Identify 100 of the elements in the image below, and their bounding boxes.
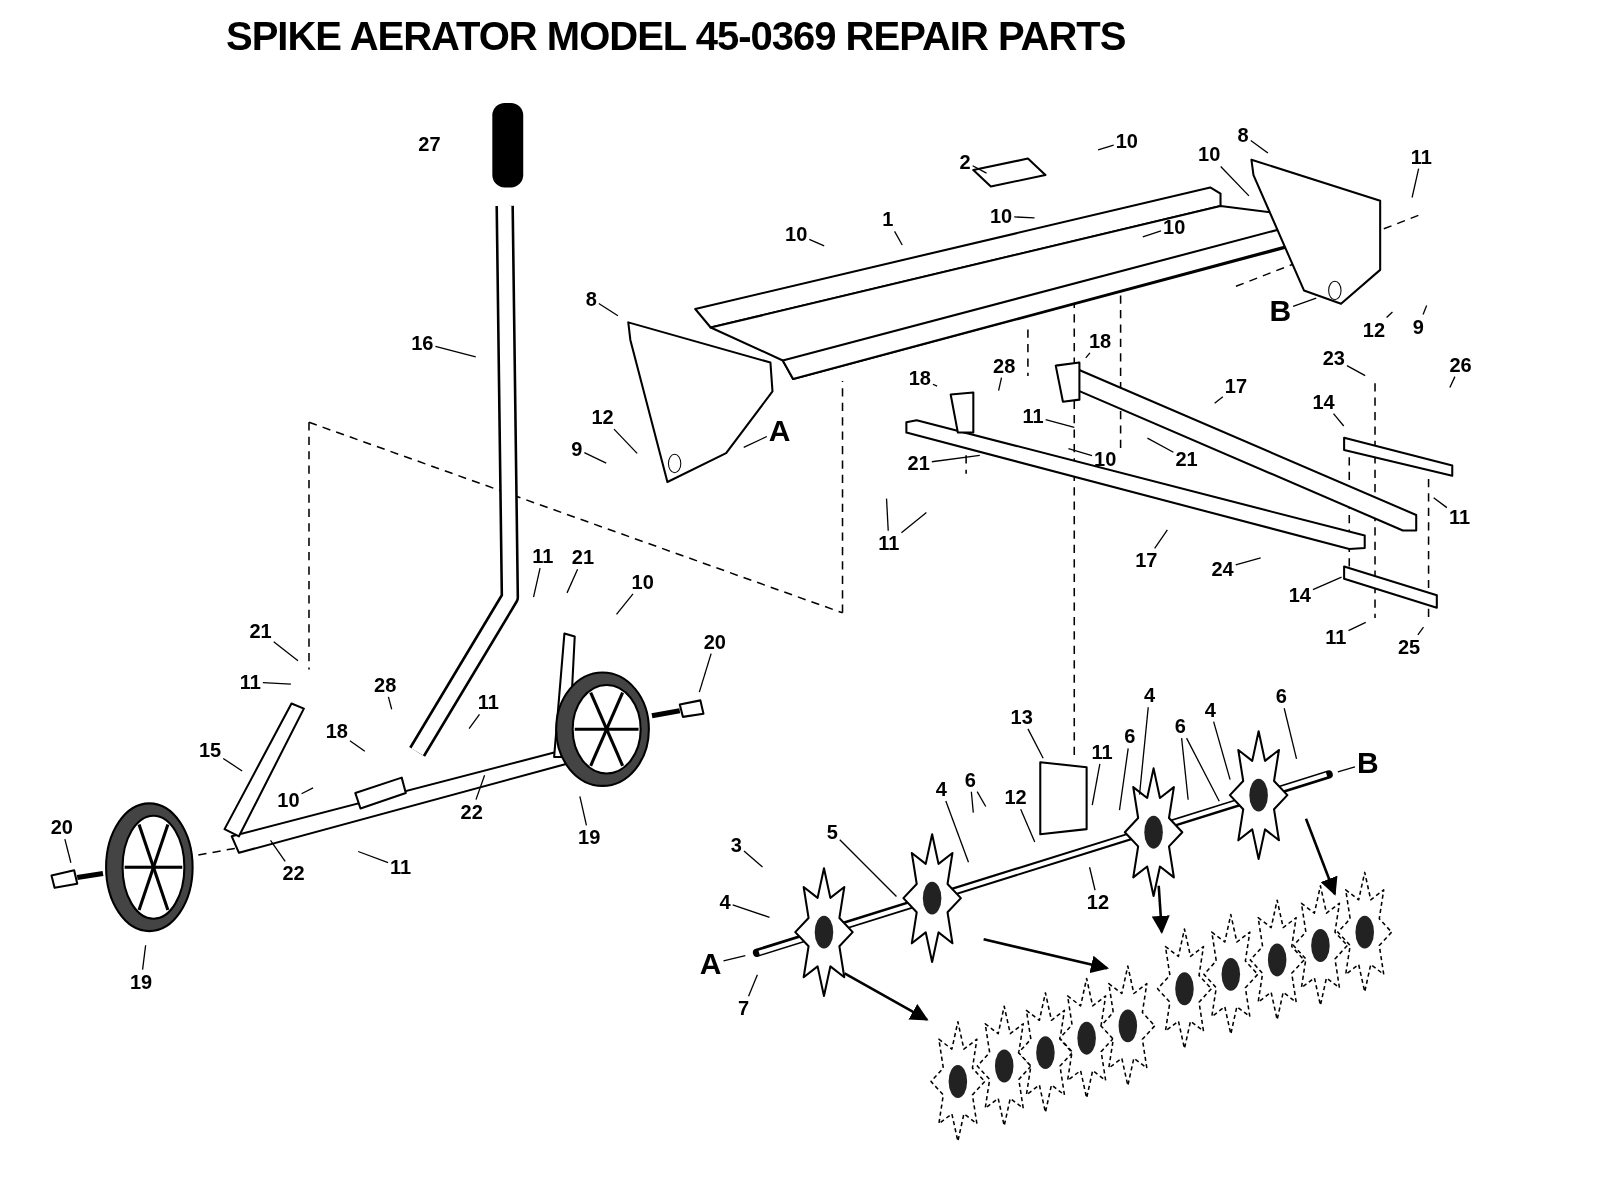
- callout-number: 4: [1143, 685, 1155, 706]
- leader-line: [931, 454, 981, 463]
- callout-number: 10: [1198, 144, 1221, 165]
- leader-line: [1118, 747, 1129, 811]
- callout-number: 20: [703, 631, 726, 652]
- reference-letter: A: [699, 949, 722, 980]
- leader-line: [1097, 144, 1115, 151]
- callout-number: 3: [730, 834, 742, 855]
- callout-number: 11: [532, 546, 554, 567]
- callout-number: 19: [129, 971, 153, 992]
- callout-number: 21: [249, 621, 272, 642]
- callout-number: 8: [585, 288, 597, 309]
- callout-number: 10: [785, 223, 808, 244]
- leader-line: [900, 511, 928, 534]
- leader-line: [64, 838, 72, 864]
- callout-number: 1: [882, 209, 894, 230]
- callout-number: 19: [578, 827, 601, 848]
- leader-line: [1235, 557, 1262, 566]
- leader-line: [1067, 448, 1093, 457]
- callout-number: 14: [1312, 391, 1335, 412]
- leader-line: [1027, 728, 1044, 759]
- callout-number: 18: [908, 368, 931, 388]
- leader-line: [1213, 721, 1231, 781]
- leader-line: [598, 302, 619, 317]
- callout-number: 11: [878, 532, 900, 553]
- leader-line: [1085, 352, 1091, 359]
- leader-line: [1337, 766, 1356, 773]
- leader-line: [1417, 626, 1425, 636]
- leader-line: [722, 954, 746, 962]
- callout-number: 11: [1410, 146, 1432, 167]
- leader-line: [1045, 418, 1075, 428]
- leader-line: [997, 377, 1003, 392]
- leader-line: [1138, 706, 1149, 796]
- callout-number: 6: [1174, 716, 1186, 737]
- leader-line: [141, 944, 147, 971]
- leader-line: [1385, 311, 1394, 319]
- callout-number: 10: [1163, 216, 1186, 237]
- leader-line: [273, 641, 299, 662]
- leader-line: [1142, 230, 1162, 238]
- callout-number: 9: [571, 439, 583, 460]
- callout-number: 17: [1224, 376, 1248, 397]
- leader-line: [269, 839, 286, 863]
- callout-number: 4: [719, 892, 731, 913]
- leader-line: [1185, 737, 1220, 802]
- leader-line: [698, 653, 712, 693]
- leader-line: [222, 757, 243, 772]
- callout-number: 4: [1204, 699, 1216, 720]
- leader-line: [970, 791, 974, 814]
- leader-line: [932, 383, 938, 387]
- callout-number: 20: [50, 817, 73, 838]
- callout-number: 9: [1412, 316, 1424, 337]
- leader-line: [262, 681, 292, 685]
- callout-number: 12: [591, 407, 614, 428]
- leader-line: [1332, 413, 1345, 427]
- callout-number: 6: [1275, 686, 1287, 707]
- leader-line: [300, 787, 314, 795]
- leader-line: [1346, 365, 1366, 377]
- callout-number: 18: [1088, 330, 1112, 351]
- leader-line: [976, 791, 987, 808]
- callout-number: 10: [1094, 449, 1117, 470]
- leader-line: [1283, 707, 1298, 760]
- leader-line: [1091, 763, 1101, 806]
- callout-number: 28: [374, 674, 397, 695]
- leader-line: [579, 795, 588, 826]
- leader-line: [1180, 737, 1189, 801]
- leader-line: [808, 238, 825, 247]
- callout-number: 17: [1135, 550, 1158, 571]
- leader-line: [885, 498, 889, 532]
- leader-line: [1146, 437, 1175, 453]
- leader-line: [1292, 297, 1317, 308]
- leader-line: [434, 345, 477, 358]
- callout-number: 11: [477, 692, 499, 713]
- leader-line: [613, 428, 638, 454]
- leader-line: [1250, 139, 1269, 154]
- leader-line: [1411, 167, 1420, 199]
- leader-line: [972, 165, 988, 174]
- callout-number: 12: [1362, 319, 1386, 340]
- callout-number: 11: [1022, 406, 1044, 427]
- callout-number: 11: [1091, 741, 1113, 762]
- callout-number: 26: [1449, 354, 1472, 375]
- callout-number: 16: [411, 332, 434, 353]
- callout-number: 15: [199, 739, 222, 760]
- leader-line: [1312, 576, 1343, 591]
- callout-number: 7: [738, 998, 750, 1019]
- leader-line: [893, 230, 903, 246]
- leader-line: [1088, 866, 1096, 891]
- leader-line: [945, 800, 970, 863]
- leader-line: [1214, 396, 1224, 404]
- callout-number: 21: [571, 547, 595, 568]
- callout-number: 22: [460, 801, 483, 822]
- callout-number: 27: [418, 134, 441, 155]
- callout-number: 10: [1115, 131, 1138, 152]
- leader-line: [732, 904, 771, 918]
- leader-line: [1020, 808, 1036, 843]
- callout-number: 13: [1010, 706, 1033, 727]
- callout-number: 6: [1124, 726, 1136, 747]
- callout-number: 12: [1004, 787, 1027, 808]
- leader-line: [1154, 529, 1168, 549]
- leader-line: [532, 567, 541, 598]
- leader-line: [566, 568, 579, 594]
